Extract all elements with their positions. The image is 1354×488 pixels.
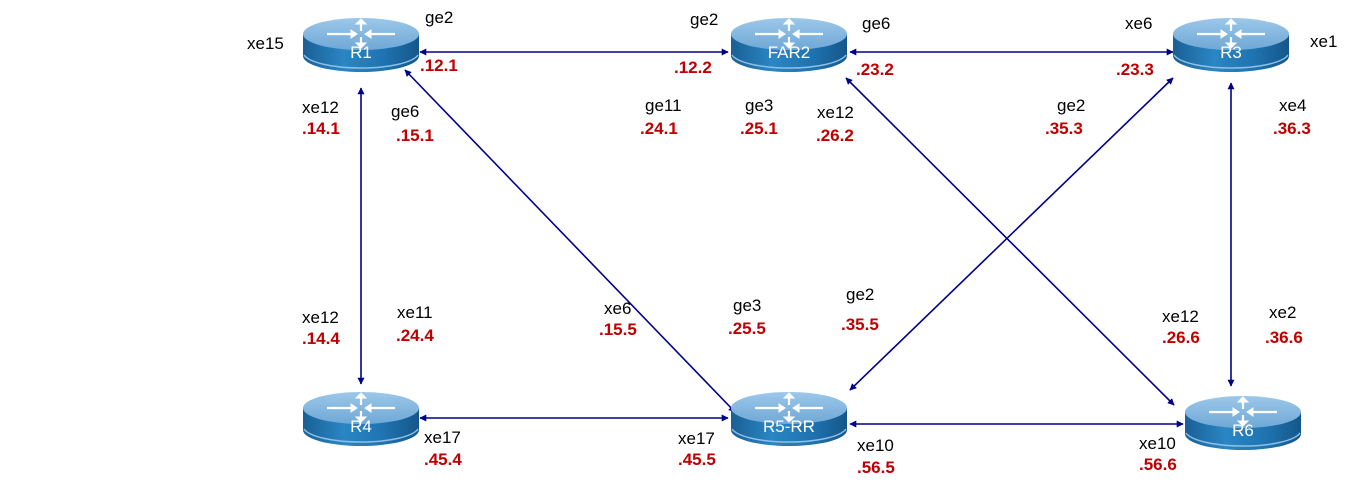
router-label: R1 — [350, 43, 372, 62]
r3-xe4-label: xe4 — [1279, 96, 1307, 115]
link-r1-r5 — [404, 69, 736, 413]
r5-xe10-ip: .56.5 — [857, 458, 895, 477]
router-rim — [731, 428, 847, 443]
r1-ge6-ip: .15.1 — [396, 126, 434, 145]
router-icon — [1197, 18, 1265, 49]
r6-xe12-ip: .26.6 — [1162, 328, 1200, 347]
router-top — [1185, 396, 1301, 428]
r1-ge2-ip: .12.1 — [420, 56, 458, 75]
r6-xe12-label: xe12 — [1162, 307, 1199, 326]
router-label: R6 — [1232, 421, 1254, 440]
far2-ge3-ip: .25.1 — [740, 119, 778, 138]
far2-xe12-ip: .26.2 — [816, 126, 854, 145]
links-layer — [357, 48, 1235, 428]
r1-xe15-label: xe15 — [247, 34, 284, 53]
r3-xe6-label: xe6 — [1125, 14, 1153, 33]
router-top — [303, 18, 419, 50]
far2-ge3-label: ge3 — [745, 96, 774, 115]
r5-xe17-label: xe17 — [678, 429, 715, 448]
router-label: R3 — [1220, 43, 1242, 62]
r5-xe6-label: xe6 — [604, 299, 632, 318]
r3-xe1-label: xe1 — [1310, 32, 1338, 51]
router-icon — [755, 392, 823, 423]
router-label: R4 — [350, 417, 372, 436]
r6-xe2-ip: .36.6 — [1265, 328, 1303, 347]
r5-xe17-ip: .45.5 — [678, 450, 716, 469]
r1-ge6-label: ge6 — [391, 102, 420, 121]
router-r3[interactable]: R3 — [1173, 18, 1289, 72]
router-icon — [327, 392, 395, 423]
router-r5-rr[interactable]: R5-RR — [731, 392, 847, 446]
link-far2-r6 — [845, 77, 1175, 406]
router-far2[interactable]: FAR2 — [731, 18, 847, 72]
r4-xe17-label: xe17 — [424, 428, 461, 447]
r6-xe10-ip: .56.6 — [1139, 455, 1177, 474]
router-top — [1173, 18, 1289, 50]
router-label: R5-RR — [763, 417, 815, 436]
router-r1[interactable]: R1 — [303, 18, 419, 72]
far2-ge6-ip: .23.2 — [856, 60, 894, 79]
router-rim — [731, 54, 847, 69]
r3-xe4-ip: .36.3 — [1273, 119, 1311, 138]
router-rim — [1185, 432, 1301, 447]
far2-ge2-label: ge2 — [690, 10, 719, 29]
r3-ge2-label: ge2 — [1057, 96, 1086, 115]
r5-xe6-ip: .15.5 — [599, 320, 637, 339]
r6-xe10-label: xe10 — [1139, 434, 1176, 453]
r5-ge2-ip: .35.5 — [841, 315, 879, 334]
router-icon — [1209, 396, 1277, 427]
router-icon — [755, 18, 823, 49]
r1-xe12-label: xe12 — [302, 98, 339, 117]
r5-ge2-label: ge2 — [846, 285, 875, 304]
r6-xe2-label: xe2 — [1269, 303, 1297, 322]
router-top — [731, 18, 847, 50]
router-top — [731, 392, 847, 424]
r1-ge2-label: ge2 — [425, 8, 454, 27]
router-rim — [303, 428, 419, 443]
far2-ge2-ip: .12.2 — [674, 58, 712, 77]
r5-ge3-ip: .25.5 — [728, 319, 766, 338]
far2-ge11-label: ge11 — [645, 96, 682, 115]
r4-xe12-label: xe12 — [302, 308, 339, 327]
router-r6[interactable]: R6 — [1185, 396, 1301, 450]
r4-xe17-ip: .45.4 — [424, 450, 462, 469]
r5-xe10-label: xe10 — [857, 436, 894, 455]
r1-xe12-ip: .14.1 — [302, 119, 340, 138]
router-rim — [1173, 54, 1289, 69]
r3-ge2-ip: .35.3 — [1045, 119, 1083, 138]
far2-xe12-label: xe12 — [817, 103, 854, 122]
r4-xe11-label: xe11 — [397, 303, 433, 322]
router-label: FAR2 — [768, 43, 811, 62]
far2-ge6-label: ge6 — [862, 14, 891, 33]
link-r3-r5 — [849, 77, 1174, 391]
far2-ge11-ip: .24.1 — [640, 119, 678, 138]
r5-ge3-label: ge3 — [733, 296, 762, 315]
r3-xe6-ip: .23.3 — [1116, 60, 1154, 79]
router-icon — [327, 18, 395, 49]
r4-xe11-ip: .24.4 — [396, 326, 434, 345]
router-r4[interactable]: R4 — [303, 392, 419, 446]
router-top — [303, 392, 419, 424]
router-rim — [303, 54, 419, 69]
r4-xe12-ip: .14.4 — [302, 329, 340, 348]
